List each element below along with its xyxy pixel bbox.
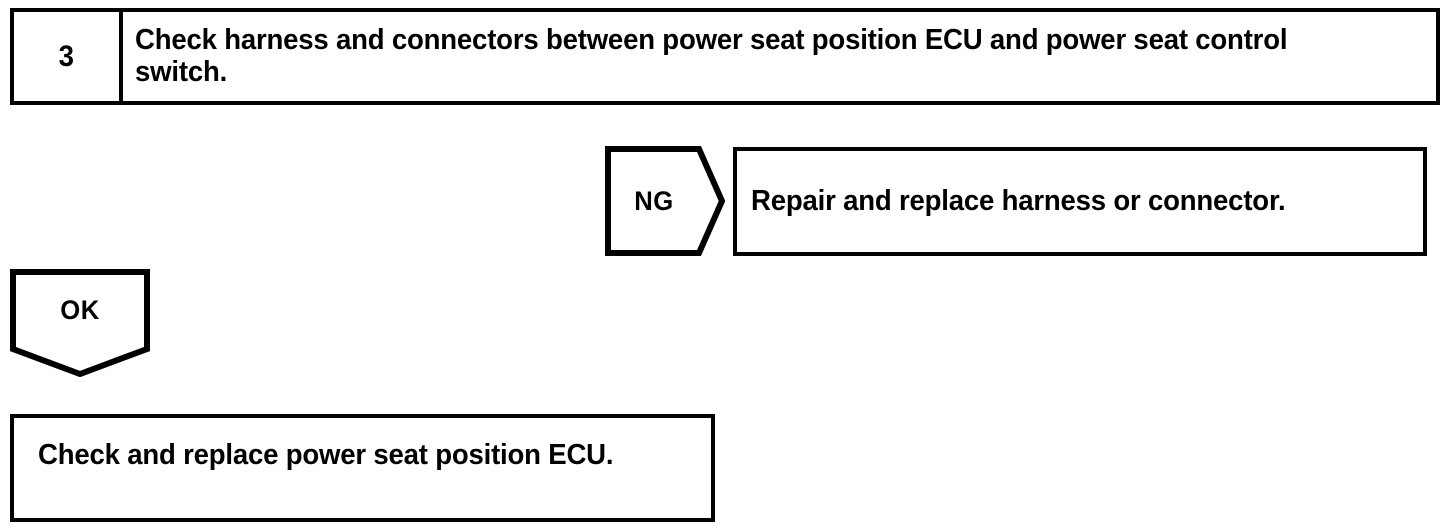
step-row: 3 Check harness and connectors between p… [10,8,1440,105]
ng-result-text: Repair and replace harness or connector. [751,184,1286,217]
ok-result-text: Check and replace power seat position EC… [38,439,614,471]
step-number-cell: 3 [14,12,123,101]
ok-branch-label: OK [60,294,100,325]
step-instruction-text: Check harness and connectors between pow… [135,24,1288,88]
ok-result-box: Check and replace power seat position EC… [10,414,715,522]
ng-result-box: Repair and replace harness or connector. [733,147,1427,256]
ok-arrow-down-icon [10,269,150,377]
step-instruction-cell: Check harness and connectors between pow… [123,12,1436,101]
step-number: 3 [58,39,75,73]
ng-arrow-right-icon [605,146,725,256]
ng-branch-label: NG [634,185,674,216]
